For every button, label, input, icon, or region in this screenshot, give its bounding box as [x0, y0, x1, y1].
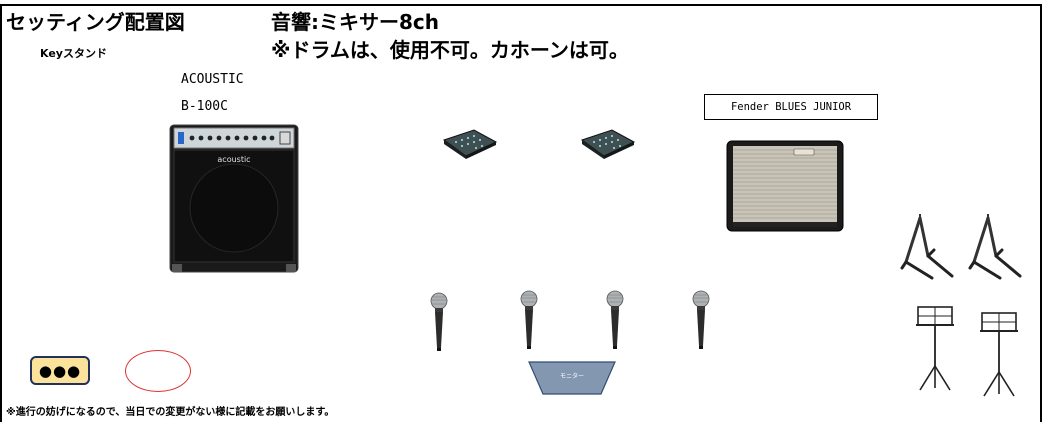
bass-amp-brand: ACOUSTIC — [181, 72, 244, 87]
microphone-icon-4 — [692, 290, 710, 349]
placeholder-box: ●●● — [30, 356, 90, 385]
frame-right-border — [1040, 4, 1042, 422]
music-stand-icon-1 — [916, 306, 954, 391]
microphone-icon-3 — [606, 290, 624, 349]
music-stand-icon-2 — [980, 312, 1018, 397]
drum-note: ※ドラムは、使用不可。カホーンは可。 — [271, 38, 629, 62]
frame-top-border — [0, 4, 1042, 6]
page-title: セッティング配置図 — [6, 10, 185, 34]
guitar-amp-icon — [726, 140, 844, 232]
frame-left-border — [0, 4, 2, 422]
mixer-icon-1 — [442, 129, 498, 159]
microphone-icon-2 — [520, 290, 538, 349]
guitar-amp-label: Fender BLUES JUNIOR — [704, 94, 878, 120]
monitor-icon — [528, 361, 616, 395]
key-stand-label: Keyスタンド — [40, 47, 107, 60]
bass-amp-logo: acoustic — [217, 155, 250, 164]
monitor-label: モニター — [559, 373, 584, 380]
footer-note: ※進行の妨げになるので、当日での変更がない様に記載をお願いします。 — [6, 407, 335, 418]
microphone-icon-1 — [430, 292, 448, 351]
guitar-stand-icon-1 — [900, 214, 954, 280]
bass-amp-model: B-100C — [181, 99, 228, 114]
bass-amp-icon: acoustic — [169, 124, 299, 273]
mixer-icon-2 — [580, 129, 636, 159]
red-ellipse-marker — [125, 350, 191, 392]
guitar-stand-icon-2 — [968, 214, 1022, 280]
sound-system-label: 音響:ミキサー8ch — [271, 10, 440, 34]
